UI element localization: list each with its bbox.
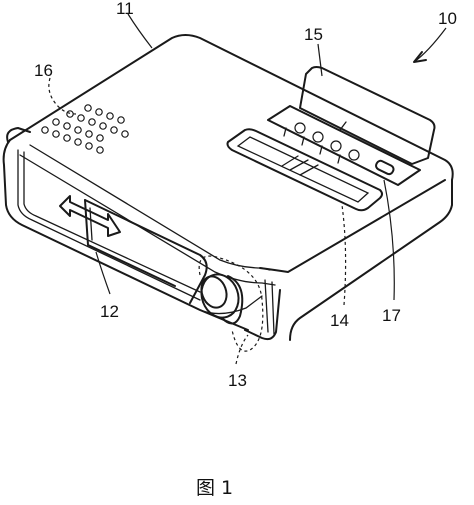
speaker-hole	[84, 104, 92, 112]
speaker-hole	[96, 134, 104, 142]
speaker-hole	[96, 146, 104, 154]
speaker-hole	[121, 130, 129, 138]
speaker-hole	[74, 126, 82, 134]
leader-lines	[48, 13, 395, 365]
sliding-cover	[84, 199, 208, 304]
label-housing: 11	[116, 0, 134, 18]
display-window	[226, 128, 383, 212]
speaker-hole	[106, 112, 114, 120]
label-flap: 15	[304, 25, 323, 44]
label-cover: 12	[100, 302, 119, 321]
speaker-hole	[74, 138, 82, 146]
speaker-grille	[41, 104, 129, 154]
speaker-hole	[99, 122, 107, 130]
speaker-hole	[52, 130, 60, 138]
speaker-hole	[52, 118, 60, 126]
flip-flap	[299, 66, 436, 165]
device-housing	[2, 34, 454, 341]
speaker-hole	[110, 126, 118, 134]
speaker-hole	[41, 126, 49, 134]
speaker-hole	[117, 116, 125, 124]
label-display: 14	[330, 311, 349, 330]
label-lens: 13	[228, 371, 247, 390]
figure-caption: 图 1	[196, 477, 233, 499]
speaker-hole	[66, 110, 74, 118]
speaker-hole	[63, 134, 71, 142]
speaker-hole	[85, 130, 93, 138]
speaker-hole	[95, 108, 103, 116]
label-switch: 17	[382, 306, 401, 325]
speaker-hole	[85, 142, 93, 150]
label-device: 10	[438, 9, 457, 28]
speaker-hole	[63, 122, 71, 130]
label-speaker: 16	[34, 61, 53, 80]
lens	[198, 255, 264, 352]
slide-arrow-icon	[59, 195, 121, 237]
reference-arrow-icon	[413, 27, 447, 63]
speaker-hole	[88, 118, 96, 126]
control-panel	[267, 105, 421, 186]
speaker-hole	[77, 114, 85, 122]
